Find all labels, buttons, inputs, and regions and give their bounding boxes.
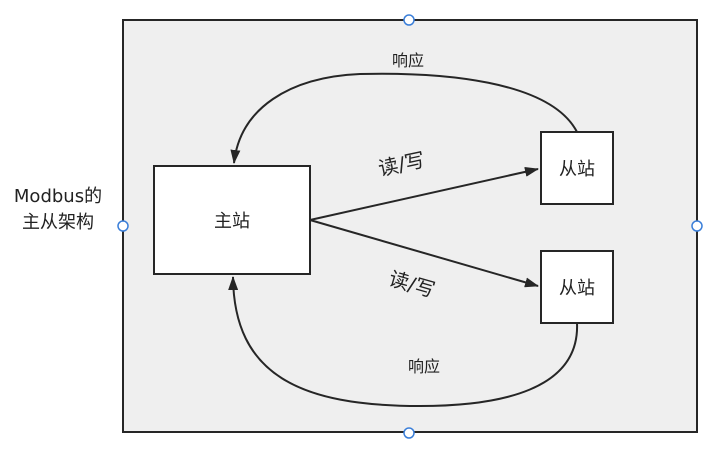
slave-node-bottom[interactable]: 从站 bbox=[540, 250, 614, 324]
slave-bottom-label: 从站 bbox=[559, 278, 595, 299]
rw-arrow-bottom bbox=[309, 219, 539, 288]
resize-handle-right[interactable] bbox=[691, 220, 703, 232]
rw-arrow-top bbox=[309, 166, 539, 221]
resize-handle-left[interactable] bbox=[117, 220, 129, 232]
caption-line-1: Modbus的 bbox=[13, 186, 103, 207]
response-label-top: 响应 bbox=[392, 51, 424, 70]
response-label-bottom: 响应 bbox=[408, 357, 440, 376]
master-label: 主站 bbox=[214, 211, 250, 232]
resize-handle-top[interactable] bbox=[403, 14, 415, 26]
response-arrow-bottom bbox=[228, 276, 579, 408]
master-node[interactable]: 主站 bbox=[153, 165, 311, 275]
slave-top-label: 从站 bbox=[559, 159, 595, 180]
caption-line-2: 主从架构 bbox=[22, 212, 94, 233]
resize-handle-bottom[interactable] bbox=[403, 427, 415, 439]
diagram-caption: Modbus的 主从架构 bbox=[2, 184, 114, 236]
slave-node-top[interactable]: 从站 bbox=[540, 131, 614, 205]
response-arrow-top bbox=[230, 72, 578, 164]
